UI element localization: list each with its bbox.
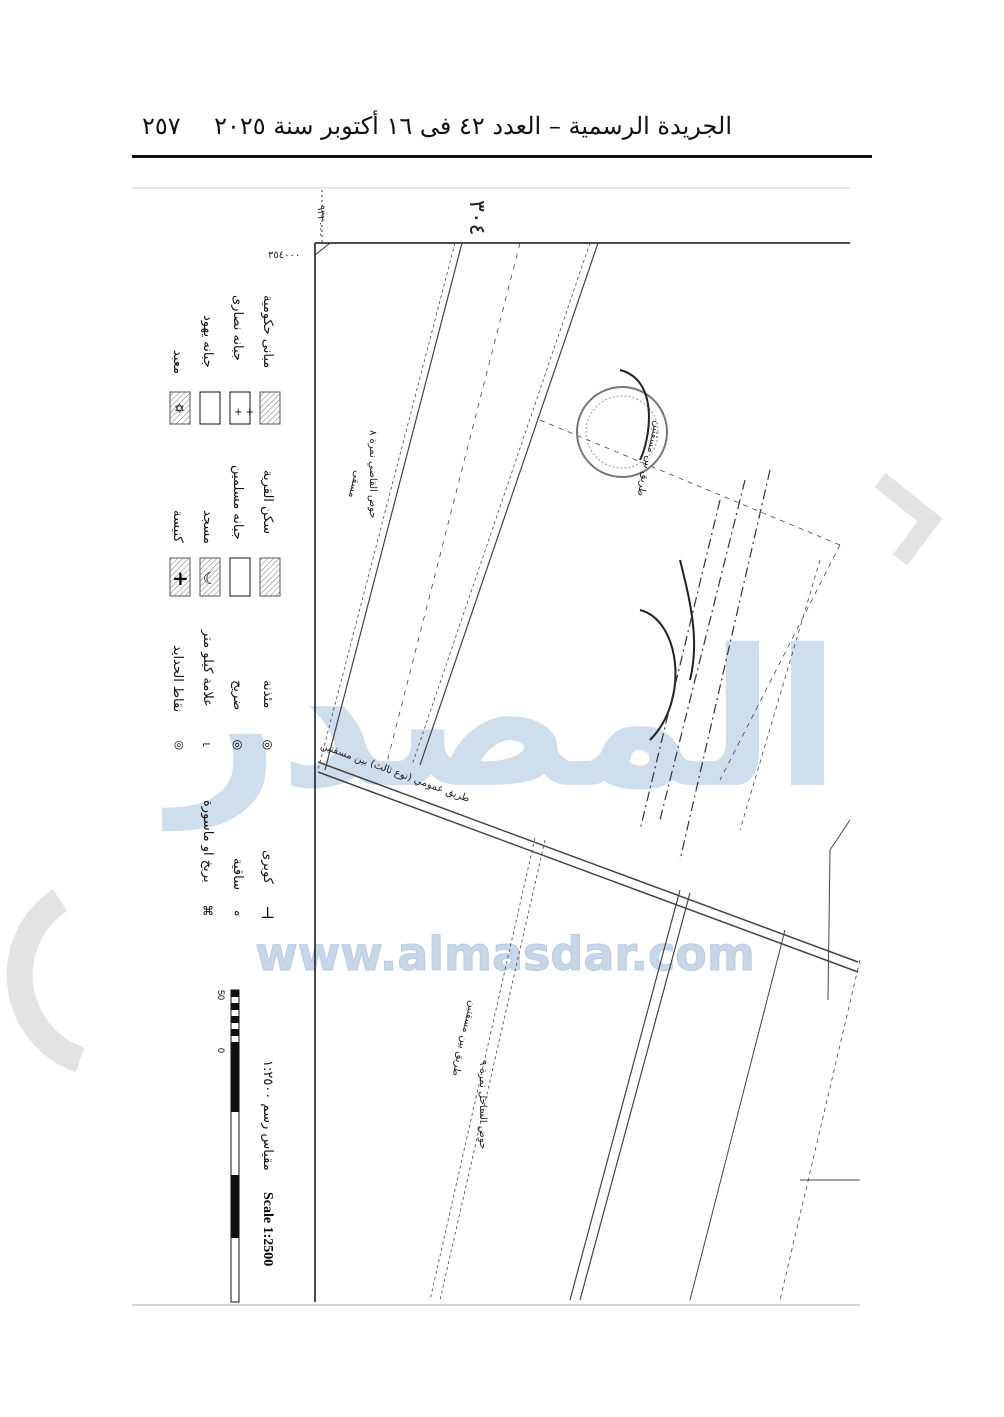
legend-village-housing: سكن القرية [260, 470, 275, 534]
header-rule [132, 155, 872, 158]
scale-bar-frame [230, 989, 240, 1303]
handwritten-annotation [639, 469, 771, 861]
legend: + + ✡ مبانى حكومية جبانه نصارى جبانه يهو… [169, 295, 281, 922]
canal-label: مسقى [346, 469, 363, 498]
watermark-logo-mark [874, 472, 943, 566]
legend-mosque: مسجد [200, 510, 215, 544]
scale-seg [231, 1003, 239, 1010]
scale-tick-0: 0 [216, 1048, 226, 1053]
legend-km-marker: علامة كيلو متر [200, 629, 215, 707]
legend-christian-cemetery: جبانه نصارى [230, 295, 245, 361]
parcel-boundary [539, 419, 841, 546]
page-number: ٢٥٧ [142, 112, 181, 140]
plus-icon: + + [234, 407, 254, 418]
waterwheel-icon: ه [234, 905, 240, 918]
road-line [419, 242, 599, 766]
km-marker-icon: ⌐ [202, 738, 211, 751]
main-canal-1 [569, 889, 681, 1301]
legend-jewish-cemetery: جبانه يهود [200, 315, 215, 368]
legend-bridge: كوبرى [260, 850, 275, 885]
basin-9-label: حوض الساحل نمرة ٩ [477, 1060, 488, 1149]
grid-corner [314, 242, 331, 256]
legend-swatch-christian-cemetery [229, 391, 251, 425]
scale-tick-50: 50 [216, 990, 226, 1000]
parcel-boundary-2 [719, 544, 841, 781]
map-lines [317, 242, 861, 1301]
canal-bank [317, 242, 456, 771]
scale-seg [231, 1175, 239, 1238]
cross-icon: + [172, 566, 189, 590]
legend-waterwheel: ساقية [230, 858, 245, 890]
watermark-url: www.almasdar.com [255, 927, 755, 981]
legend-swatch-muslim-cemetery [229, 557, 251, 597]
official-stamp-inner [585, 395, 659, 469]
legend-church: كنيسة [170, 510, 185, 543]
legend-shrine: ضريح [230, 680, 245, 710]
minaret-icon: ◎ [262, 737, 272, 751]
legend-boundary-points: نقاط الحدايد [170, 645, 185, 712]
legend-temple: معبد [170, 350, 185, 374]
legend-swatch-government [259, 391, 281, 425]
watermark-logo-arc [6, 889, 85, 1073]
watermark: المصدر www.almasdar.com [6, 472, 943, 1073]
parcel-outline [827, 819, 851, 1001]
road-between-label-1: طريق بين مسقتين [450, 999, 478, 1077]
legend-swatch-church [169, 557, 191, 597]
road-bank [411, 242, 591, 766]
culvert-icon: ⌘ [202, 904, 214, 918]
scale-seg [231, 1016, 239, 1023]
handwritten-number: ٣٠٤ [464, 200, 489, 235]
dashed-boundary [384, 242, 521, 771]
gazette-header-title: الجريدة الرسمية – العدد ٤٢ فى ١٦ أكتوبر … [214, 112, 732, 140]
scale-english-label: Scale 1:2500 [260, 1192, 275, 1266]
public-road-line-1 [317, 761, 859, 963]
scale-seg [231, 1042, 239, 1112]
legend-swatch-mosque [199, 557, 221, 597]
dashed-line [739, 559, 821, 831]
parcel-line-dashed [779, 959, 861, 1301]
coord-left: ٣٥٤٠٠٠ [268, 250, 300, 261]
legend-swatch-temple [169, 391, 191, 425]
legend-culvert-pipe: بربخ او ماسورة [200, 800, 215, 883]
canal-line [324, 242, 463, 771]
scale-arabic-label: مقياس رسم ١:٢٥٠٠ [260, 1060, 275, 1171]
road-between-bank-1 [439, 839, 546, 1301]
shrine-icon: ◎ [232, 737, 242, 751]
legend-government-buildings: مبانى حكومية [260, 295, 275, 368]
parcel-line [689, 929, 786, 1301]
legend-minaret: مئذنة [260, 680, 275, 708]
crescent-icon: ☾ [203, 569, 217, 588]
scale-seg [231, 1029, 239, 1036]
official-stamp [576, 386, 668, 478]
legend-swatch-jewish-cemetery [199, 391, 221, 425]
basin-8-label: حوض القاضي نمرة ٨ [367, 430, 378, 518]
handwritten-signature [619, 369, 696, 741]
public-road-line-2 [317, 771, 859, 973]
bridge-icon: ⊥ [260, 903, 275, 922]
road-between-bank-2 [429, 837, 536, 1301]
scale-seg [231, 990, 239, 997]
legend-muslim-cemetery: جبانه مسلمين [230, 465, 245, 540]
star-of-david-icon: ✡ [174, 402, 185, 417]
coord-top: ٩٣٢٠٠٠ [315, 205, 326, 237]
watermark-brand: المصدر [162, 609, 840, 831]
main-canal-2 [579, 892, 691, 1301]
scale-bar: 50 0 مقياس رسم ١:٢٥٠٠ Scale 1:2500 [216, 989, 275, 1303]
boundary-point-icon: ◎ [174, 738, 184, 751]
legend-swatch-village [259, 557, 281, 597]
